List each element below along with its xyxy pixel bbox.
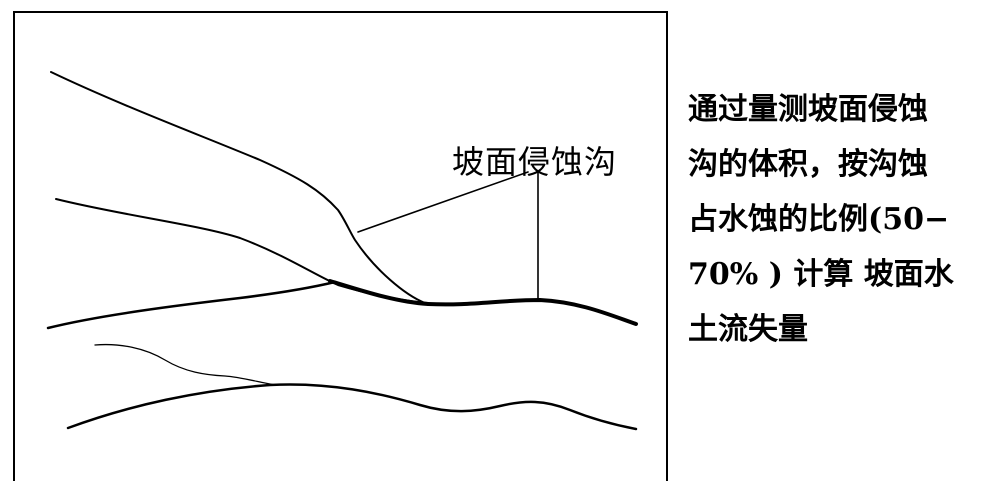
- valley-bottom-line: [66, 383, 638, 431]
- gully-floor-line: [328, 279, 638, 326]
- middle-slope-line: [55, 198, 429, 304]
- diagram-frame: [13, 11, 668, 481]
- rill-line: [94, 343, 276, 386]
- lower-slope-line: [46, 280, 337, 330]
- description-line: 70% ) 计算 坡面水: [688, 257, 954, 292]
- leader-line-left: [357, 171, 529, 233]
- upper-slope-line: [50, 71, 426, 304]
- description-line: 通过量测坡面侵蚀: [688, 92, 928, 127]
- description-text: 通过量测坡面侵蚀 沟的体积，按沟蚀 占水蚀的比例(50− 70% ) 计算 坡面…: [688, 82, 988, 357]
- description-line: 土流失量: [688, 312, 808, 347]
- description-line: 占水蚀的比例(50−: [688, 202, 950, 237]
- description-line: 沟的体积，按沟蚀: [688, 147, 928, 182]
- gully-label: 坡面侵蚀沟: [452, 143, 618, 181]
